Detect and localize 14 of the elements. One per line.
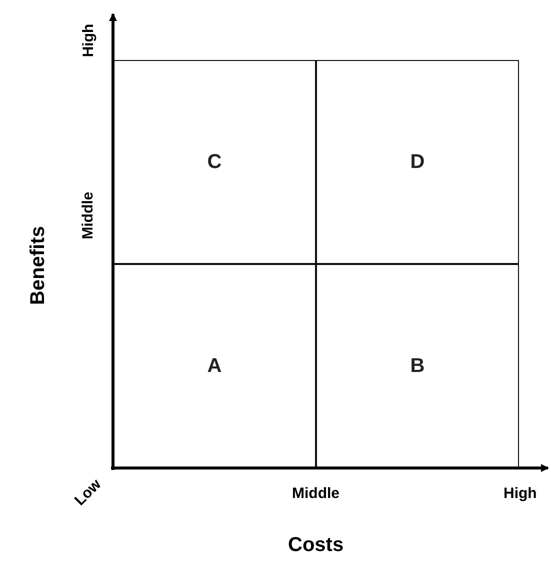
axis-title: Costs (288, 534, 344, 556)
quadrant-letter: C (207, 150, 222, 174)
quadrant-letter: A (207, 354, 222, 378)
quadrant-box (316, 264, 519, 468)
axis-title: Benefits (26, 226, 50, 304)
axis-tick-label: High (504, 484, 537, 502)
quadrant-box (113, 264, 316, 468)
quadrant-box (113, 60, 316, 264)
axis-tick-label: Middle (292, 484, 340, 502)
axis-tick-label: High (80, 23, 97, 57)
quadrant-letter: B (410, 354, 425, 378)
quadrant-letter: D (410, 150, 425, 174)
axis-tick-label: Middle (79, 191, 96, 239)
quadrant-box (316, 60, 519, 264)
